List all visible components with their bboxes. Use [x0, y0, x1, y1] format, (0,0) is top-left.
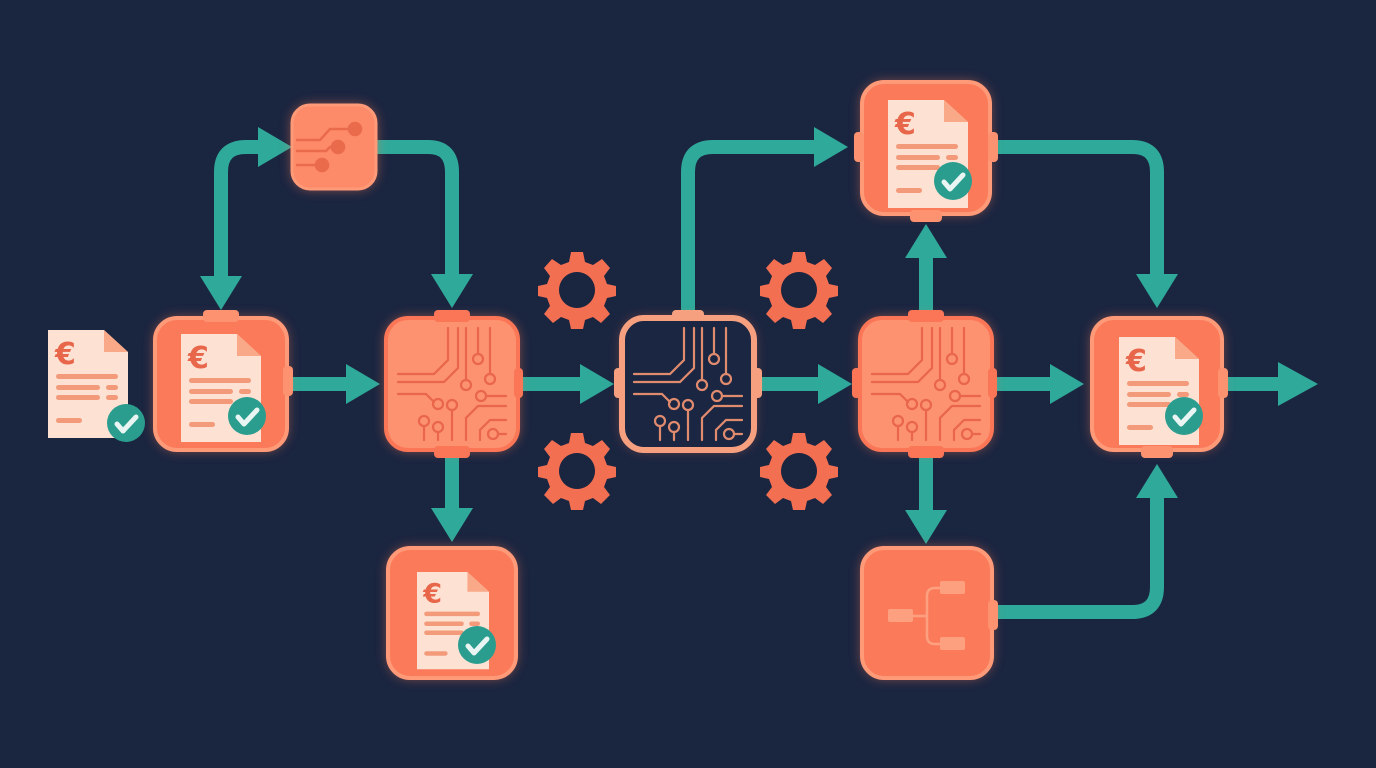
- input-invoice-document[interactable]: [48, 330, 145, 442]
- data-extraction-node[interactable]: [290, 103, 378, 191]
- arrow-core-to-validated2: [681, 140, 818, 314]
- hierarchy-tree-icon: [888, 581, 965, 650]
- circuit-branch-icon: [296, 121, 363, 173]
- arrow-capture-to-extraction: [214, 140, 262, 280]
- arrow-heads: [200, 127, 1318, 544]
- gear-icon: [760, 252, 838, 329]
- processor-core-node[interactable]: [614, 310, 762, 453]
- routing-tree-node[interactable]: [860, 546, 998, 680]
- connector-arrows: [214, 140, 1282, 619]
- validated-invoice-1-node[interactable]: [386, 546, 518, 680]
- validated-invoice-2-node[interactable]: [854, 80, 998, 222]
- gear-icon: [760, 433, 838, 510]
- processor-2-node[interactable]: [852, 310, 997, 458]
- check-icon: [1165, 397, 1203, 435]
- arrow-validated2-to-output: [994, 140, 1164, 278]
- processor-1-node[interactable]: [384, 310, 523, 458]
- check-icon: [458, 626, 496, 664]
- invoice-capture-node[interactable]: [153, 310, 293, 452]
- arrow-tree-to-output: [996, 494, 1164, 619]
- check-icon: [107, 404, 145, 442]
- output-invoice-node[interactable]: [1090, 316, 1228, 458]
- gear-icon: [538, 252, 616, 329]
- arrow-extraction-to-processor1: [376, 140, 459, 278]
- check-icon: [228, 397, 266, 435]
- gears: [538, 252, 838, 510]
- check-icon: [934, 162, 972, 200]
- gear-icon: [538, 433, 616, 510]
